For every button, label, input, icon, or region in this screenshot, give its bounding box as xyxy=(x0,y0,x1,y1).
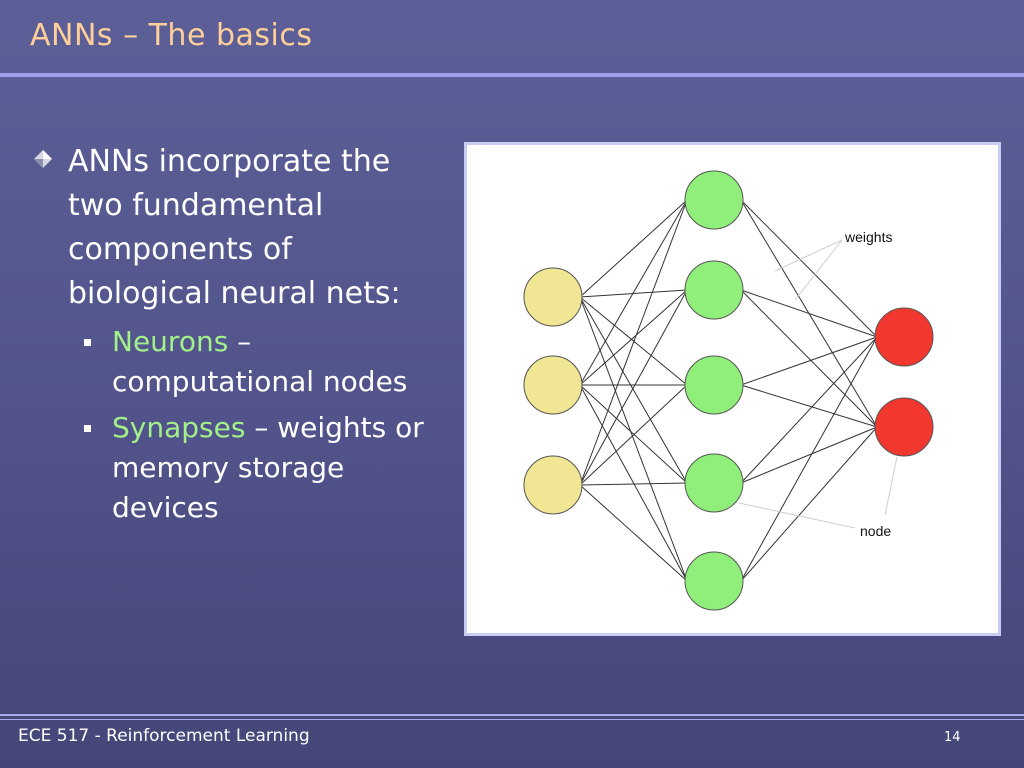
main-bullet-text: ANNs incorporate the two fundamental com… xyxy=(68,144,401,311)
weight-edge xyxy=(740,289,878,338)
neurons-description: – computational nodes xyxy=(112,325,408,398)
input-node xyxy=(523,355,583,415)
synapses-description: – weights or memory storage devices xyxy=(112,411,424,524)
weight-edge xyxy=(579,296,688,386)
weight-edge xyxy=(579,289,688,298)
footer-course: ECE 517 - Reinforcement Learning xyxy=(18,726,310,746)
weight-edge xyxy=(740,336,878,484)
weight-edge xyxy=(579,484,688,582)
weights-pointer xyxy=(794,239,843,301)
weight-edge xyxy=(579,289,688,486)
weight-edge xyxy=(740,336,878,386)
input-node xyxy=(523,267,583,327)
weights-pointer xyxy=(774,239,843,272)
slide-title: ANNs – The basics xyxy=(30,18,313,53)
weights-label: weights xyxy=(844,229,892,245)
synapses-term: Synapses xyxy=(112,411,246,444)
weight-edge xyxy=(579,199,688,386)
output-node xyxy=(874,307,934,367)
weight-edge xyxy=(579,199,688,298)
weight-edge xyxy=(740,426,878,484)
sub-bullet-neurons: Neurons – computational nodes xyxy=(34,322,434,402)
weight-edge xyxy=(579,199,688,486)
node-pointer xyxy=(884,456,898,516)
title-divider xyxy=(0,73,1024,77)
neural-network-diagram: weights node xyxy=(523,170,934,611)
hidden-node xyxy=(684,453,744,513)
weight-edge xyxy=(579,384,688,484)
weight-edge xyxy=(579,384,688,582)
bullet-list: ANNs incorporate the two fundamental com… xyxy=(34,140,434,528)
square-bullet-icon xyxy=(84,339,91,346)
weight-edge xyxy=(740,289,878,428)
hidden-node xyxy=(684,170,744,230)
square-bullet-icon xyxy=(84,425,91,432)
node-label: node xyxy=(860,523,891,539)
footer-divider-thin xyxy=(0,719,1024,720)
hidden-node xyxy=(684,355,744,415)
weight-edge xyxy=(579,296,688,484)
neurons-term: Neurons xyxy=(112,325,229,358)
weight-edge xyxy=(740,426,878,582)
input-node xyxy=(523,455,583,515)
diamond-bullet-icon xyxy=(34,150,52,168)
weight-edge xyxy=(740,384,878,428)
hidden-node xyxy=(684,551,744,611)
weight-edge xyxy=(579,296,688,582)
output-node xyxy=(874,397,934,457)
sub-bullet-synapses: Synapses – weights or memory storage dev… xyxy=(34,408,434,528)
footer-divider xyxy=(0,714,1024,716)
neural-network-figure: weights node xyxy=(464,142,1001,636)
hidden-node xyxy=(684,260,744,320)
page-number: 14 xyxy=(944,730,961,745)
weight-edge xyxy=(740,336,878,582)
node-layer xyxy=(523,170,934,611)
weight-edge xyxy=(740,199,878,338)
pointer-layer xyxy=(738,239,898,529)
weight-edge xyxy=(579,384,688,486)
edge-layer xyxy=(579,199,878,582)
main-bullet: ANNs incorporate the two fundamental com… xyxy=(34,140,434,316)
weight-edge xyxy=(579,289,688,386)
weight-edge xyxy=(579,482,688,486)
node-pointer xyxy=(738,502,856,529)
